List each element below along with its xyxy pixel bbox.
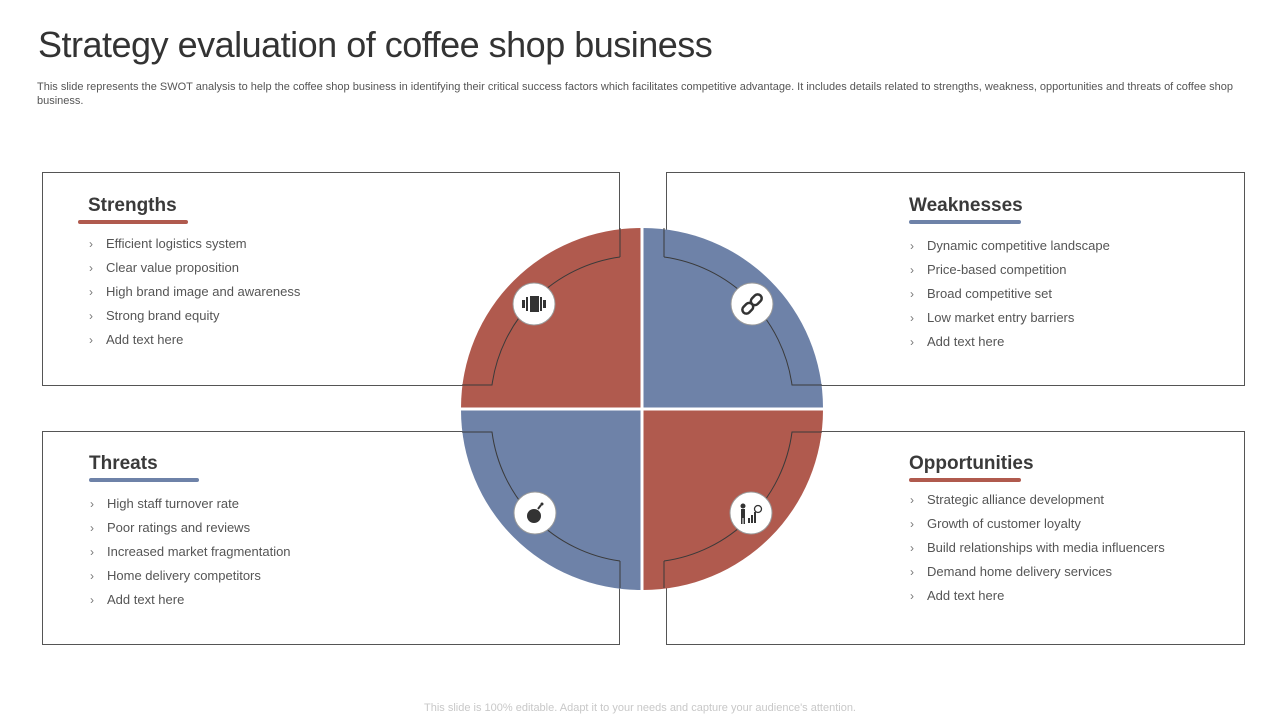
- weaknesses-heading: Weaknesses: [909, 195, 1023, 216]
- opportunities-section: Opportunities ›Strategic alliance develo…: [909, 453, 1229, 608]
- list-item: ›Add text here: [90, 592, 185, 607]
- weaknesses-section: Weaknesses ›Dynamic competitive landscap…: [909, 195, 1229, 354]
- weaknesses-underline: [909, 220, 1021, 224]
- list-item: ›Efficient logistics system: [89, 236, 247, 251]
- list-item: ›Add text here: [910, 334, 1005, 349]
- list-item: ›Increased market fragmentation: [90, 544, 291, 559]
- list-item: ›Poor ratings and reviews: [90, 520, 251, 535]
- list-item: ›Add text here: [89, 332, 184, 347]
- footer-note: This slide is 100% editable. Adapt it to…: [424, 702, 856, 714]
- bomb-icon: [513, 491, 557, 535]
- list-item: ›Home delivery competitors: [90, 568, 261, 583]
- list-item: ›Demand home delivery services: [910, 564, 1112, 579]
- opportunities-quadrant: [643, 410, 823, 590]
- opportunities-list: ›Strategic alliance development ›Growth …: [909, 488, 1229, 608]
- page-title: Strategy evaluation of coffee shop busin…: [38, 24, 713, 65]
- strengths-underline: [78, 220, 188, 224]
- opportunities-heading: Opportunities: [909, 453, 1034, 474]
- list-item: ›Add text here: [910, 588, 1005, 603]
- threats-underline: [89, 478, 199, 482]
- list-item: ›Growth of customer loyalty: [910, 516, 1081, 531]
- list-item: ›Clear value proposition: [89, 260, 239, 275]
- list-item: ›High staff turnover rate: [90, 496, 239, 511]
- weaknesses-list: ›Dynamic competitive landscape ›Price-ba…: [909, 234, 1229, 354]
- threats-heading: Threats: [89, 453, 158, 474]
- list-item: ›Price-based competition: [910, 262, 1067, 277]
- weaknesses-quadrant: [643, 228, 823, 408]
- growth-presentation-icon: [729, 491, 773, 535]
- list-item: ›Strategic alliance development: [910, 492, 1105, 507]
- page-subtitle: This slide represents the SWOT analysis …: [37, 81, 1233, 107]
- threats-section: Threats ›High staff turnover rate ›Poor …: [89, 453, 409, 612]
- threats-list: ›High staff turnover rate ›Poor ratings …: [89, 492, 409, 612]
- strengths-section: Strengths ›Efficient logistics system ›C…: [78, 195, 408, 352]
- list-item: ›Build relationships with media influenc…: [910, 540, 1165, 555]
- strengths-quadrant: [461, 228, 641, 408]
- opportunities-underline: [909, 478, 1021, 482]
- list-item: ›Low market entry barriers: [910, 310, 1075, 325]
- strengths-heading: Strengths: [88, 195, 177, 216]
- strengths-list: ›Efficient logistics system ›Clear value…: [88, 232, 408, 352]
- list-item: ›Dynamic competitive landscape: [910, 238, 1110, 253]
- list-item: ›Broad competitive set: [910, 286, 1053, 301]
- broken-link-icon: [730, 282, 774, 326]
- list-item: ›High brand image and awareness: [89, 284, 301, 299]
- strength-fist-icon: [512, 282, 556, 326]
- list-item: ›Strong brand equity: [89, 308, 220, 323]
